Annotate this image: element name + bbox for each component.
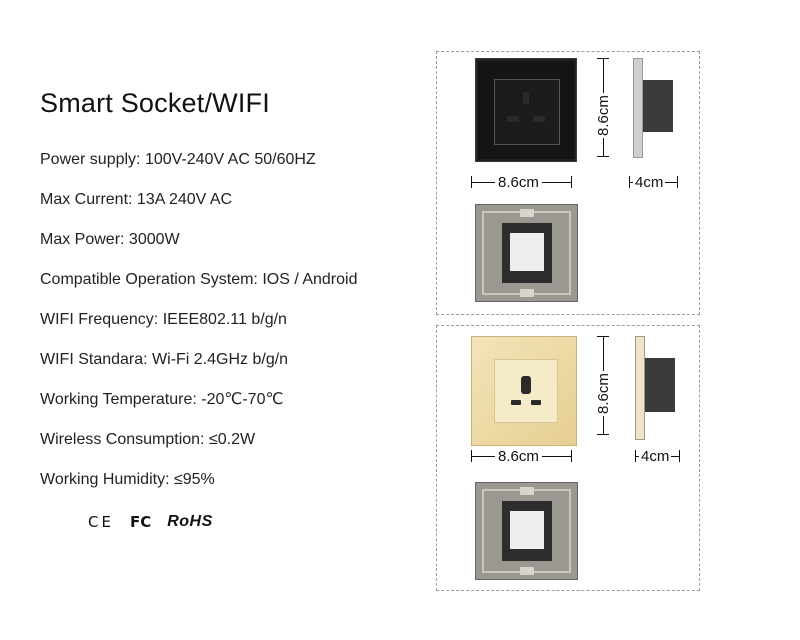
black-socket-front-image	[475, 58, 577, 162]
live-pin-slot	[507, 116, 519, 122]
side-module-box	[643, 80, 673, 132]
side-module-box	[645, 358, 675, 412]
black-socket-panel: 8.6cm 8.6cm 4cm	[436, 51, 700, 315]
earth-pin-slot	[523, 92, 529, 104]
back-mount-tab	[520, 209, 534, 217]
spec-max-current: Max Current: 13A 240V AC	[40, 191, 233, 208]
product-title: Smart Socket/WIFI	[40, 88, 270, 118]
spec-humidity: Working Humidity: ≤95%	[40, 471, 215, 488]
socket-insert	[494, 79, 560, 145]
neutral-pin-slot	[533, 116, 545, 122]
width-tick-right	[571, 176, 572, 188]
depth-dimension-label: 4cm	[633, 174, 666, 191]
gold-socket-panel: 8.6cm 8.6cm 4cm	[436, 325, 700, 591]
black-socket-back-image	[475, 204, 578, 302]
spec-list: Power supply: 100V-240V AC 50/60HZ Max C…	[40, 150, 357, 510]
spec-wifi-standard: WIFI Standara: Wi-Fi 2.4GHz b/g/n	[40, 351, 289, 368]
universal-pin-slot	[521, 376, 531, 394]
back-module	[502, 501, 552, 561]
spec-temperature: Working Temperature: -20℃-70℃	[40, 391, 284, 408]
back-mount-tab	[520, 567, 534, 575]
spec-os: Compatible Operation System: IOS / Andro…	[40, 271, 358, 288]
fc-mark-icon: FC	[129, 513, 152, 531]
side-plate	[635, 336, 645, 440]
back-module	[502, 223, 552, 283]
spec-max-power: Max Power: 3000W	[40, 231, 180, 248]
width-tick-right	[571, 450, 572, 462]
depth-tick-right	[677, 176, 678, 188]
side-plate	[633, 58, 643, 158]
socket-insert	[494, 359, 558, 423]
back-module-label	[510, 233, 544, 271]
spec-consumption: Wireless Consumption: ≤0.2W	[40, 431, 256, 448]
height-tick-bottom	[597, 156, 609, 157]
back-module-label	[510, 511, 544, 549]
gold-socket-back-image	[475, 482, 578, 580]
ce-mark-icon: CE	[88, 513, 114, 531]
spec-power-supply: Power supply: 100V-240V AC 50/60HZ	[40, 151, 316, 168]
certification-logos: CE FC RoHS	[88, 513, 213, 531]
live-pin-slot	[511, 400, 521, 405]
depth-tick-right	[679, 450, 680, 462]
height-dimension-label: 8.6cm	[595, 93, 612, 138]
neutral-pin-slot	[531, 400, 541, 405]
height-dimension-label: 8.6cm	[595, 371, 612, 416]
height-tick-bottom	[597, 434, 609, 435]
width-dimension-label: 8.6cm	[495, 174, 542, 191]
rohs-mark-icon: RoHS	[167, 513, 213, 530]
gold-socket-front-image	[471, 336, 577, 446]
back-mount-tab	[520, 487, 534, 495]
depth-dimension-label: 4cm	[639, 448, 672, 465]
spec-wifi-frequency: WIFI Frequency: IEEE802.11 b/g/n	[40, 311, 287, 328]
back-mount-tab	[520, 289, 534, 297]
width-dimension-label: 8.6cm	[495, 448, 542, 465]
